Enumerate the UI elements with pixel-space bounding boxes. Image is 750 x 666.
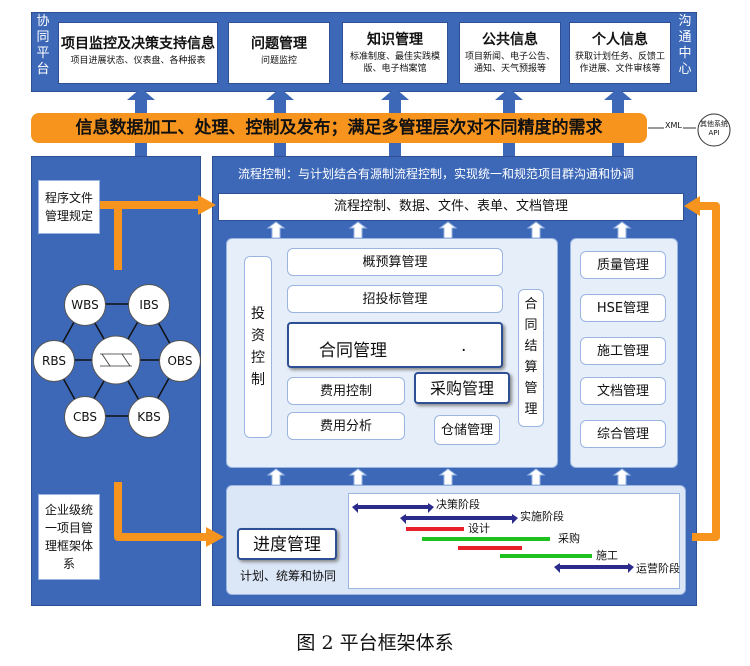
top-box-title: 知识管理 xyxy=(367,32,423,48)
gantt-bar-procurement xyxy=(422,537,550,541)
cost-analysis-box: 费用分析 xyxy=(287,412,405,440)
xml-label: XML xyxy=(664,121,683,130)
cost-control-box: 费用控制 xyxy=(287,377,405,405)
schedule-title-box: 进度管理 xyxy=(237,528,337,560)
top-box-sub: 标准制度、最佳实践模版、电子档案馆 xyxy=(349,52,440,74)
hex-node-kbs: KBS xyxy=(128,396,170,438)
top-box-sub: 问题监控 xyxy=(260,56,297,66)
hex-node-obs: OBS xyxy=(159,340,201,382)
hex-node-cbs: CBS xyxy=(64,396,106,438)
gantt-arrow-op-l xyxy=(554,563,560,573)
contract-settlement-label: 合同结算管理 xyxy=(524,297,538,417)
top-box-issues: 问题管理 问题监控 xyxy=(228,22,330,84)
schedule-subtitle: 计划、统筹和协同 xyxy=(240,569,337,583)
budget-box: 概预算管理 xyxy=(287,248,503,276)
gantt-bar-procurement-red xyxy=(458,546,522,550)
contract-box: 合同管理 . xyxy=(287,322,503,368)
contract-settlement-box: 合同结算管理 xyxy=(518,289,544,427)
top-box-title: 问题管理 xyxy=(251,36,307,52)
general-box: 综合管理 xyxy=(580,420,666,448)
inner-up-arrows xyxy=(266,221,632,486)
hse-box: HSE管理 xyxy=(580,294,666,322)
down-stems xyxy=(135,138,624,158)
investment-control-box: 投资控制 xyxy=(244,256,272,438)
gantt-bar-implementation xyxy=(406,516,512,520)
process-bar: 流程控制、数据、文件、表单、文档管理 xyxy=(218,193,684,221)
procurement-box: 采购管理 xyxy=(414,372,510,404)
gantt-bars xyxy=(352,503,634,573)
orange-arrow-bottom xyxy=(114,482,208,541)
gantt-label-construction: 施工 xyxy=(596,549,618,562)
gantt-bar-construction xyxy=(500,554,592,558)
gantt-arrow-decision-r xyxy=(428,503,434,513)
document-box: 文档管理 xyxy=(580,377,666,405)
construction-box: 施工管理 xyxy=(580,337,666,365)
gantt-label-implementation: 实施阶段 xyxy=(520,510,564,523)
gantt-bar-design xyxy=(406,527,464,531)
top-box-public: 公共信息 项目新闻、电子公告、通知、天气预报等 xyxy=(459,22,561,84)
info-banner: 信息数据加工、处理、控制及发布；满足多管理层次对不同精度的需求 xyxy=(31,113,647,143)
program-file-box: 程序文件管理规定 xyxy=(38,180,100,234)
top-box-monitoring: 项目监控及决策支持信息 项目进展状态、仪表盘、各种报表 xyxy=(58,22,218,84)
orange-arrow-top xyxy=(114,201,200,270)
gantt-arrow-decision-l xyxy=(352,503,358,513)
api-circle-label: 其他系统API xyxy=(700,120,728,137)
gantt-arrow-impl-l xyxy=(400,514,406,524)
top-box-personal: 个人信息 获取计划任务、反馈工作进展、文件审核等 xyxy=(569,22,671,84)
contract-label: 合同管理 xyxy=(319,341,387,361)
investment-control-label: 投资控制 xyxy=(251,306,265,388)
contract-dot: . xyxy=(461,336,467,356)
bidding-box: 招投标管理 xyxy=(287,285,503,313)
top-box-title: 个人信息 xyxy=(592,32,648,48)
gantt-arrow-op-r xyxy=(628,563,634,573)
gantt-label-operation: 运营阶段 xyxy=(636,562,680,575)
orange-flows xyxy=(100,201,720,541)
top-box-title: 公共信息 xyxy=(482,32,538,48)
gantt-label-procurement: 采购 xyxy=(558,532,580,545)
up-arrows-top xyxy=(127,88,632,118)
main-header: 流程控制：与计划结合有源制流程控制，实现统一和规范项目群沟通和协调 xyxy=(238,167,635,181)
hex-node-wbs: WBS xyxy=(64,284,106,326)
figure-caption: 图 2 平台框架体系 xyxy=(296,632,454,654)
gantt-label-decision: 决策阶段 xyxy=(436,498,480,511)
orange-arrow-right xyxy=(692,202,720,541)
hex-node-ibs: IBS xyxy=(128,284,170,326)
top-box-title: 项目监控及决策支持信息 xyxy=(61,36,215,52)
gantt-bar-decision xyxy=(358,505,428,509)
quality-box: 质量管理 xyxy=(580,251,666,279)
top-box-sub: 获取计划任务、反馈工作进展、文件审核等 xyxy=(574,52,665,74)
top-box-sub: 项目新闻、电子公告、通知、天气预报等 xyxy=(464,52,555,74)
hex-node-rbs: RBS xyxy=(33,340,75,382)
gantt-arrow-impl-r xyxy=(512,514,518,524)
warehouse-box: 仓储管理 xyxy=(434,415,500,445)
side-label-left: 协同平台 xyxy=(36,14,50,77)
top-box-sub: 项目进展状态、仪表盘、各种报表 xyxy=(70,56,206,66)
gantt-label-design: 设计 xyxy=(468,522,490,535)
top-box-knowledge: 知识管理 标准制度、最佳实践模版、电子档案馆 xyxy=(342,22,448,84)
gantt-bar-operation xyxy=(560,565,628,569)
framework-box: 企业级统一项目管理框架体系 xyxy=(38,494,100,580)
side-label-right: 沟通中心 xyxy=(678,14,692,77)
